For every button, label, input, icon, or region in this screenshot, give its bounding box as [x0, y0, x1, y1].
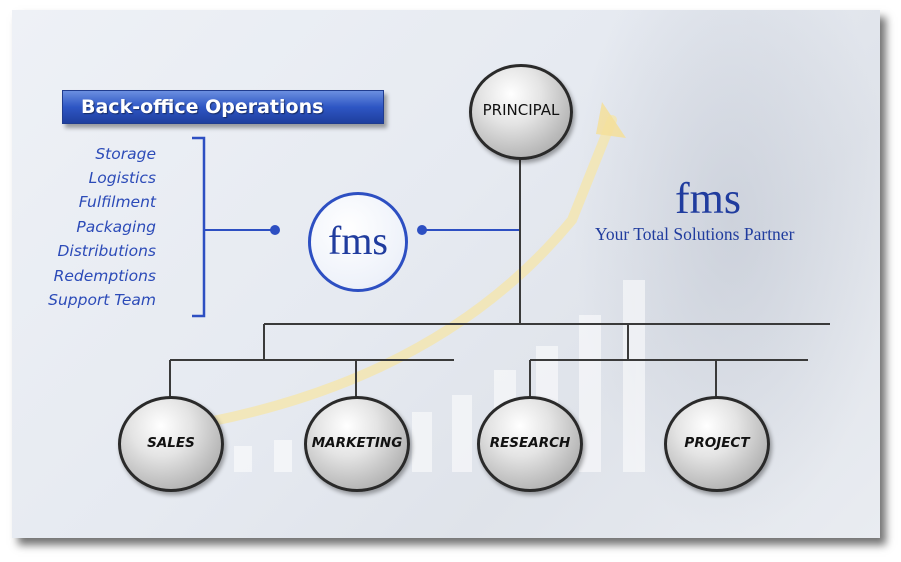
- decor-bar: [274, 440, 292, 472]
- fms-center-text: fms: [328, 218, 388, 263]
- decor-bar: [412, 412, 432, 472]
- diagram-card: Back-office Operations Storage Logistics…: [12, 10, 880, 538]
- org-node-project: PROJECT: [664, 396, 770, 492]
- service-item-fulfilment: Fulfilment: [78, 193, 156, 211]
- org-node-principal: PRINCIPAL: [469, 64, 573, 160]
- services-bracket: [192, 136, 206, 318]
- decor-bar: [579, 315, 601, 472]
- org-node-label: SALES: [147, 435, 195, 451]
- decor-bar: [234, 446, 252, 472]
- connector-lines: [169, 136, 830, 400]
- org-node-label: RESEARCH: [489, 435, 571, 451]
- service-item-support-team: Support Team: [48, 291, 156, 309]
- service-item-redemptions: Redemptions: [53, 267, 156, 285]
- fms-center-logo: fms: [308, 192, 408, 292]
- connector-dot-left: [270, 225, 280, 235]
- org-node-research: RESEARCH: [477, 396, 583, 492]
- org-node-label: PRINCIPAL: [482, 101, 560, 119]
- brand-tagline: Your Total Solutions Partner: [595, 224, 795, 244]
- org-node-sales: SALES: [118, 396, 224, 492]
- back-office-banner: Back-office Operations: [62, 90, 384, 124]
- swoosh-arrow-head: [596, 102, 626, 138]
- decor-bar: [452, 395, 472, 472]
- brand-name: fms: [675, 174, 741, 223]
- org-node-label: PROJECT: [684, 435, 750, 451]
- service-item-logistics: Logistics: [88, 169, 156, 187]
- service-item-distributions: Distributions: [57, 242, 156, 260]
- org-node-marketing: MARKETING: [304, 396, 410, 492]
- org-node-label: MARKETING: [311, 435, 403, 451]
- banner-title: Back-office Operations: [81, 96, 324, 118]
- service-item-packaging: Packaging: [76, 218, 156, 236]
- service-item-storage: Storage: [95, 145, 156, 163]
- swoosh-arrow-body: [157, 115, 617, 435]
